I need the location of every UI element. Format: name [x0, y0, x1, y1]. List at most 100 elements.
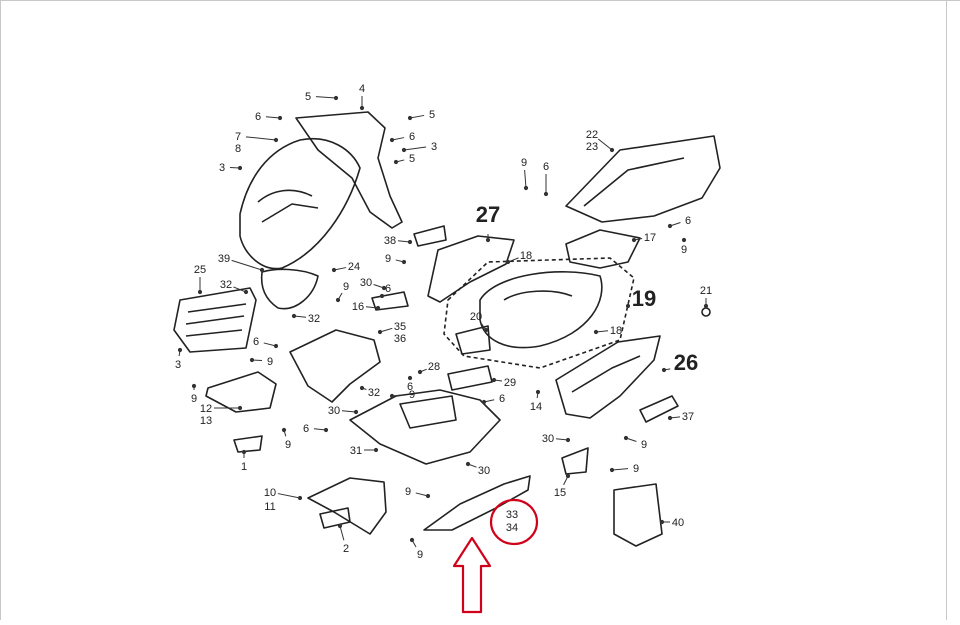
floor-panel-part	[350, 390, 500, 464]
leader-dot	[324, 428, 327, 431]
leader-dot	[338, 524, 341, 527]
leg-shield-part	[290, 330, 380, 402]
small-trim-part-2	[320, 508, 350, 528]
callout-label: 26	[674, 350, 698, 375]
leader-dot	[394, 160, 397, 163]
storage-box-part	[480, 272, 602, 348]
callout-label: 9	[633, 463, 639, 475]
leader-dot	[668, 224, 671, 227]
leader-dot	[244, 290, 247, 293]
leader-dot	[668, 416, 671, 419]
leader-dot	[298, 496, 301, 499]
lower-light-part	[262, 269, 318, 308]
leader-line	[246, 137, 276, 140]
leader-line	[316, 97, 336, 98]
callout-label: 23	[586, 141, 598, 153]
callout-label: 9	[405, 486, 411, 498]
callout-label: 7	[235, 131, 241, 143]
frame-right-border	[946, 0, 947, 620]
mudflap-part	[614, 484, 662, 546]
callout-label: 38	[384, 235, 396, 247]
frame-left-border	[0, 0, 1, 620]
leader-dot	[594, 330, 597, 333]
leader-dot	[198, 290, 201, 293]
frame-top-border	[0, 0, 960, 1]
leader-dot	[524, 186, 527, 189]
leader-dot	[376, 306, 379, 309]
leader-dot	[536, 390, 539, 393]
small-cover-part-28	[448, 366, 492, 390]
leader-line	[340, 526, 344, 540]
callout-label: 16	[352, 301, 364, 313]
callout-label: 32	[368, 387, 380, 399]
callout-label: 34	[506, 522, 518, 534]
leader-dot	[360, 106, 363, 109]
leader-dot	[566, 474, 569, 477]
leader-dot	[238, 166, 241, 169]
callout-label: 32	[308, 313, 320, 325]
leader-dot	[332, 268, 335, 271]
leader-dot	[274, 138, 277, 141]
leader-dot	[492, 378, 495, 381]
callout-label: 4	[359, 83, 365, 95]
leader-dot	[334, 96, 337, 99]
leader-dot	[484, 328, 487, 331]
callout-label: 6	[409, 131, 415, 143]
callout-label: 14	[530, 401, 542, 413]
leader-dot	[192, 384, 195, 387]
callout-label: 6	[543, 161, 549, 173]
callout-label: 6	[499, 393, 505, 405]
leader-dot	[466, 462, 469, 465]
leader-line	[525, 170, 526, 188]
leader-dot	[238, 406, 241, 409]
leader-dot	[390, 138, 393, 141]
leader-dot	[626, 304, 629, 307]
callout-label: 15	[554, 487, 566, 499]
leader-dot	[242, 450, 245, 453]
callout-label: 18	[610, 325, 622, 337]
leader-dot	[418, 370, 421, 373]
leader-dot	[408, 116, 411, 119]
callout-label: 9	[521, 157, 527, 169]
small-bracket-part	[562, 448, 588, 474]
callout-label: 6	[255, 111, 261, 123]
leader-dot	[682, 238, 685, 241]
callout-label: 9	[409, 389, 415, 401]
center-cover-part	[428, 236, 514, 302]
callout-label: 3	[219, 162, 225, 174]
callout-label: 35	[394, 321, 406, 333]
callout-label: 31	[350, 445, 362, 457]
callout-label: 39	[218, 253, 230, 265]
leader-dot	[624, 436, 627, 439]
leader-dot	[374, 448, 377, 451]
callout-label: 2	[343, 543, 349, 555]
leader-dot	[704, 304, 707, 307]
leader-dot	[274, 344, 277, 347]
callout-label: 17	[644, 232, 656, 244]
leader-line	[612, 469, 628, 470]
leader-line	[278, 494, 300, 498]
callout-label: 9	[417, 549, 423, 561]
callout-label: 29	[504, 377, 516, 389]
callout-label: 30	[360, 277, 372, 289]
callout-label: 13	[200, 415, 212, 427]
leader-dot	[408, 376, 411, 379]
rear-carrier-part	[566, 230, 640, 268]
leader-dot	[282, 428, 285, 431]
callout-label: 30	[542, 433, 554, 445]
callout-label: 19	[632, 286, 656, 311]
callout-label: 28	[428, 361, 440, 373]
leader-line	[266, 117, 280, 118]
callout-label: 22	[586, 129, 598, 141]
side-cover-right-part	[556, 336, 660, 418]
callout-label: 1	[241, 461, 247, 473]
small-trim-part-1	[234, 436, 262, 452]
callout-label: 9	[285, 439, 291, 451]
callout-label: 36	[394, 333, 406, 345]
callout-label: 6	[303, 423, 309, 435]
side-cover-left-part	[206, 372, 276, 412]
callout-label: 9	[681, 244, 687, 256]
callout-label: 6	[685, 215, 691, 227]
